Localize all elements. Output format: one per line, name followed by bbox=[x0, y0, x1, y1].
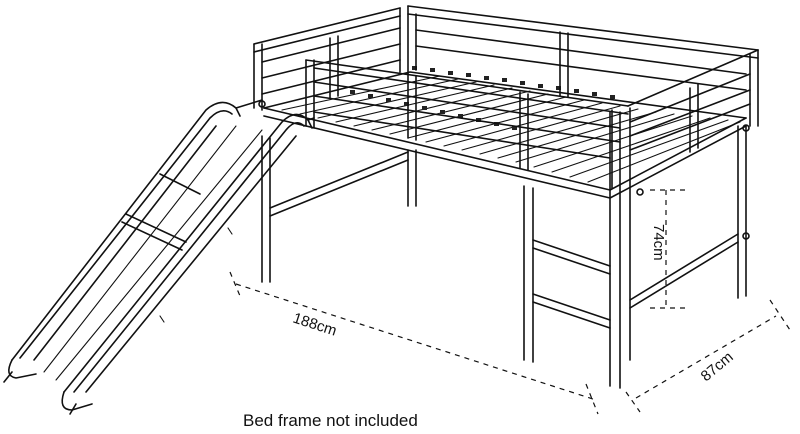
left-end-guard bbox=[253, 27, 401, 111]
frame-bolts bbox=[258, 100, 750, 240]
depth-extension-line bbox=[635, 315, 777, 399]
right-end-guard bbox=[627, 49, 759, 153]
bed-slats bbox=[281, 75, 741, 183]
length-extension-line bbox=[235, 283, 597, 401]
back-guard-rail bbox=[253, 5, 759, 127]
depth-label: 87cm bbox=[698, 348, 737, 385]
bed-legs bbox=[261, 107, 747, 389]
height-label: 74cm bbox=[650, 224, 667, 261]
slide bbox=[3, 99, 315, 415]
length-label: 188cm bbox=[291, 310, 339, 340]
ladder bbox=[532, 239, 611, 329]
lower-side-bars bbox=[269, 151, 739, 309]
caption: Bed frame not included bbox=[243, 411, 418, 429]
front-guard-rail bbox=[305, 59, 629, 189]
dimension-guides bbox=[229, 189, 791, 415]
slat-clips bbox=[350, 66, 615, 130]
bed-platform bbox=[263, 71, 747, 199]
